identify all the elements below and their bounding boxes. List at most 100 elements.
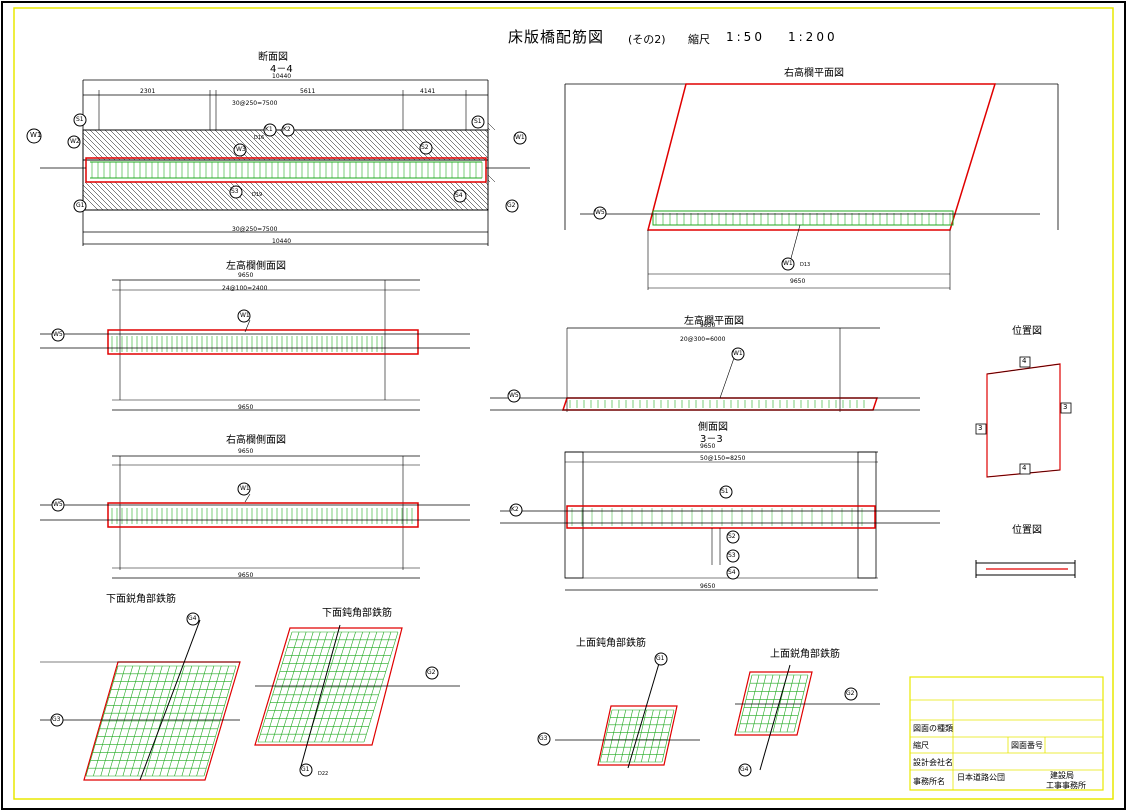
bar-s3: S3	[231, 188, 239, 195]
bar-w2: W2	[70, 138, 80, 145]
bar-k2: K2	[283, 126, 291, 133]
side-view-title: 側面図	[698, 422, 728, 433]
dim-rail-len-ls: 9650	[238, 272, 254, 279]
bar-s1-right: S1	[474, 118, 482, 125]
bar-w5-ls: W5	[53, 331, 63, 338]
location-plan-2	[975, 560, 1076, 578]
bar-w5-lp: W5	[509, 392, 519, 399]
bar-s1-sv: S1	[721, 488, 729, 495]
drawing-title: 床版橋配筋図	[508, 28, 605, 46]
bar-dia-d16: D16	[254, 135, 265, 141]
bar-g2-lo: G2	[427, 669, 436, 676]
bar-dia-d22: D22	[318, 771, 329, 777]
tb-office-label: 事務所名	[913, 777, 945, 786]
bar-w1-ls: W1	[240, 312, 250, 319]
section-4-4-id: 4－4	[270, 64, 293, 75]
bar-s2-sv: S2	[728, 533, 736, 540]
bar-w1-lp: W1	[733, 350, 743, 357]
bar-g3-la: G3	[52, 716, 61, 723]
tb-office-1: 建設局	[1050, 771, 1074, 780]
dim-seg-b: 2301	[140, 88, 156, 95]
bar-w1-right: W1	[515, 134, 525, 141]
loc-mark-left: 3	[978, 424, 983, 432]
dim-spacing-bot: 30@250=7500	[232, 226, 278, 233]
bar-s2: S2	[421, 144, 429, 151]
right-rail-plan-title: 右高欄平面図	[784, 68, 844, 79]
title-block	[909, 676, 1104, 791]
lower-obtuse-title: 下面鈍角部鉄筋	[322, 608, 392, 619]
tb-office-2: 工事事務所	[1046, 781, 1086, 790]
bar-g3-uo: G3	[539, 735, 548, 742]
location-plan-1-title: 位置図	[1012, 326, 1042, 337]
left-rail-plan-title: 左高欄平面図	[684, 316, 744, 327]
detail-upper-obtuse	[537, 652, 700, 769]
scale-value-2: 1:200	[788, 30, 838, 44]
dim-overall-bot: 10440	[272, 238, 292, 245]
dim-seg-c: 5611	[300, 88, 316, 95]
bar-g2-ua: G2	[846, 690, 855, 697]
detail-lower-acute	[40, 612, 241, 781]
tb-drawing-name-label: 図面の種類	[913, 724, 953, 733]
scale-value-1: 1:50	[726, 30, 765, 44]
location-plan-2-title: 位置図	[1012, 525, 1042, 536]
lower-acute-title: 下面鋭角部鉄筋	[106, 594, 176, 605]
detail-upper-acute	[734, 664, 880, 777]
right-rail-plan	[564, 83, 1059, 290]
bar-k2-sv: K2	[511, 506, 519, 513]
dim-rail-len-rs-bot: 9650	[238, 572, 254, 579]
left-rail-side	[40, 279, 470, 411]
tb-drawing-no-label: 図面番号	[1011, 741, 1043, 750]
dim-rp-len: 9650	[790, 278, 806, 285]
side-view-id: 3－3	[700, 434, 723, 445]
bar-dia-d19: D19	[252, 192, 263, 198]
scale-label: 縮尺	[688, 33, 710, 46]
upper-acute-title: 上面鋭角部鉄筋	[770, 649, 840, 660]
bar-g2: G2	[507, 202, 516, 209]
bar-k1: K1	[265, 126, 273, 133]
bar-s4: S4	[455, 192, 463, 199]
drawing-subtitle: (その2)	[628, 33, 666, 46]
dim-rail-spacing-ls: 24@100=2400	[222, 285, 268, 292]
bar-w5-rs: W5	[53, 501, 63, 508]
right-rail-side-title: 右高欄側面図	[226, 435, 286, 446]
bar-g4-la: G4	[188, 615, 197, 622]
dim-overall-top: 10440	[272, 73, 292, 80]
right-rail-side	[40, 455, 470, 579]
tb-company: 日本道路公団	[957, 773, 1005, 782]
yellow-frame	[13, 7, 1114, 800]
location-plan-1	[975, 356, 1072, 478]
dim-rail-len-ls-bot: 9650	[238, 404, 254, 411]
side-view-3-3	[500, 451, 940, 591]
bar-dia-d13: D13	[800, 262, 811, 268]
dim-seg-d: 4141	[420, 88, 436, 95]
bar-w5-rp: W5	[595, 209, 605, 216]
loc-mark-right: 3	[1063, 403, 1068, 411]
bar-g1-uo: G1	[656, 655, 665, 662]
tb-design-label: 設計会社名	[913, 758, 953, 767]
dim-side-len: 9650	[700, 443, 716, 450]
dim-plan-spacing: 20@300=6000	[680, 336, 726, 343]
detail-lower-obtuse	[254, 624, 460, 777]
loc-mark-top: 4	[1022, 357, 1027, 365]
bar-g1: G1	[76, 202, 85, 209]
bar-w1-rs: W1	[240, 485, 250, 492]
left-rail-plan	[490, 327, 920, 412]
dim-side-len-bot: 9650	[700, 583, 716, 590]
bar-w1: W1	[30, 131, 42, 139]
dim-spacing-top: 30@250=7500	[232, 100, 278, 107]
loc-mark-bottom: 4	[1022, 464, 1027, 472]
bar-s1: S1	[76, 116, 84, 123]
section-4-4-title: 断面図	[258, 52, 288, 63]
bar-g4-ua: G4	[740, 766, 749, 773]
bar-s3-sv: S3	[728, 552, 736, 559]
bar-w3: W3	[236, 146, 246, 153]
tb-scale-label: 縮尺	[913, 741, 929, 750]
left-rail-side-title: 左高欄側面図	[226, 261, 286, 272]
dim-side-spacing: 50@150=8250	[700, 455, 746, 462]
bar-w1-rp: W1	[783, 260, 793, 267]
upper-obtuse-title: 上面鈍角部鉄筋	[576, 638, 646, 649]
dim-plan-len: 9650	[700, 322, 716, 329]
section-4-4	[26, 79, 530, 246]
